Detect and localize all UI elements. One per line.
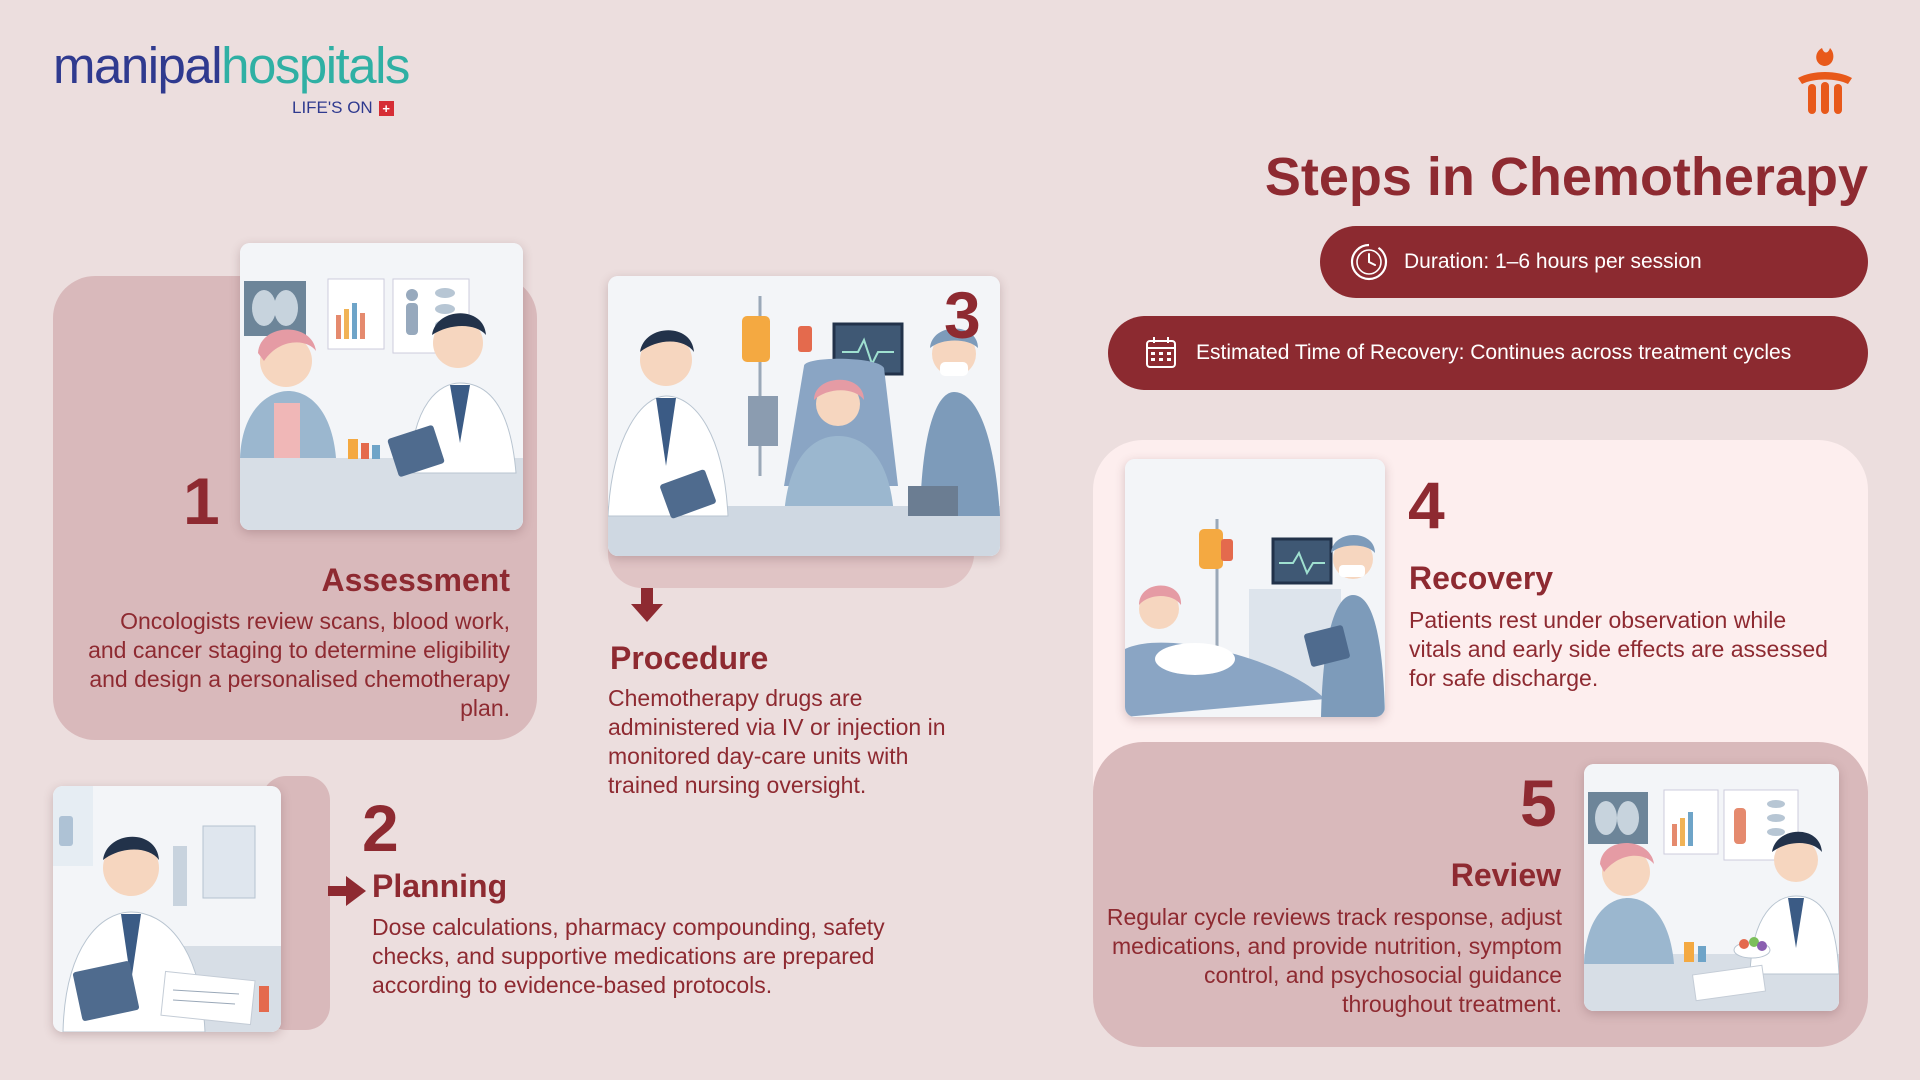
- calendar-icon: [1146, 337, 1176, 368]
- page-title: Steps in Chemotherapy: [1264, 147, 1868, 207]
- hand-orange-mark-icon: [1798, 48, 1852, 114]
- step-4-description: Patients rest under observation while vi…: [1409, 607, 1828, 691]
- brand-tagline-row: LIFE'S ON +: [292, 98, 394, 118]
- step-3-description: Chemotherapy drugs are administered via …: [608, 685, 946, 798]
- review-illustration: [1584, 764, 1839, 1011]
- step-4-title: Recovery: [1409, 560, 1554, 596]
- clock-icon: [1350, 243, 1388, 281]
- brand-logo: manipalhospitals: [53, 36, 410, 95]
- duration-text: Duration: 1–6 hours per session: [1404, 250, 1702, 273]
- step-1-description: Oncologists review scans, blood work, an…: [88, 608, 510, 721]
- brand-name-part2: hospitals: [221, 37, 410, 94]
- assessment-illustration: [240, 243, 523, 530]
- planning-illustration: [53, 786, 281, 1032]
- step-5-title: Review: [1450, 857, 1561, 893]
- plus-badge-icon: +: [378, 100, 394, 116]
- recovery-text: Estimated Time of Recovery: Continues ac…: [1196, 341, 1792, 364]
- recovery-pill: Estimated Time of Recovery: Continues ac…: [1108, 316, 1868, 390]
- step-4-number: 4: [1408, 468, 1445, 542]
- step-3-number: 3: [944, 278, 981, 352]
- recovery-illustration: [1125, 459, 1385, 717]
- brand-tagline: LIFE'S ON: [292, 98, 373, 117]
- step-5-number: 5: [1520, 766, 1557, 840]
- step-5-description: Regular cycle reviews track response, ad…: [1106, 904, 1562, 1017]
- brand-name-part1: manipal: [53, 37, 223, 94]
- duration-pill: Duration: 1–6 hours per session: [1320, 226, 1868, 298]
- step-1-number: 1: [183, 464, 220, 538]
- step-2-title: Planning: [372, 868, 508, 904]
- step-2-number: 2: [362, 791, 399, 865]
- procedure-illustration: [608, 276, 1000, 556]
- arrow-right-icon: [328, 876, 366, 906]
- arrow-down-icon: [631, 588, 663, 622]
- step-1-title: Assessment: [321, 562, 510, 598]
- step-2-description: Dose calculations, pharmacy compounding,…: [372, 914, 885, 998]
- step-3-title: Procedure: [610, 640, 769, 676]
